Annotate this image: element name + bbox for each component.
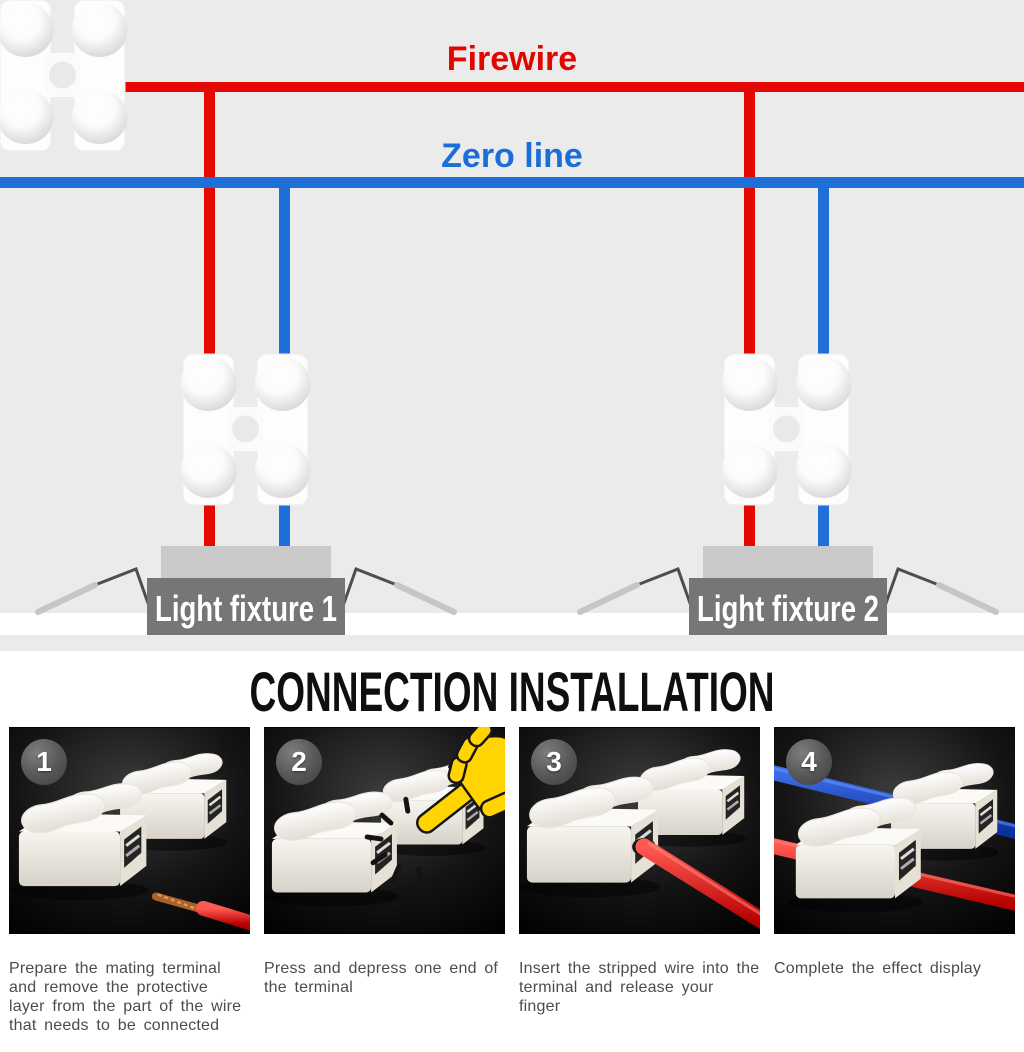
light-fixture-1: Light fixture 1 (147, 546, 345, 635)
live-wire-red (0, 82, 1024, 546)
light-fixture-2: Light fixture 2 (689, 546, 887, 635)
step-number-badge: 2 (276, 739, 322, 785)
fixture1-spring-arms (35, 567, 457, 615)
step-number-badge: 4 (786, 739, 832, 785)
step-caption-4: Complete the effect display (774, 960, 982, 977)
live-drop-right (744, 82, 755, 546)
step-caption-3: Insert the stripped wire into the termin… (519, 960, 760, 1015)
press-hand-icon (416, 727, 505, 834)
wiring-diagram-canvas: Firewire Zero line (0, 0, 1024, 651)
step-photo-1: 1 (9, 727, 250, 934)
step-captions: Prepare the mating terminal and remove t… (0, 944, 1024, 1052)
live-drop-left (204, 82, 215, 546)
stripped-red-wire (151, 892, 250, 931)
step-photo-4: 4 (774, 727, 1015, 934)
diagram-background (0, 0, 1024, 651)
step-number-badge: 1 (21, 739, 67, 785)
section-title-wrap: CONNECTION INSTALLATION (0, 661, 1024, 723)
click-sparks (364, 796, 424, 886)
fixture1-label: Light fixture 1 (155, 588, 337, 629)
section-title: CONNECTION INSTALLATION (250, 661, 775, 723)
firewire-label: Firewire (447, 40, 577, 78)
installation-steps: 1 (0, 727, 1024, 934)
wiring-diagram: Firewire Zero line (0, 0, 1024, 651)
zero-line-horizontal (0, 177, 1024, 188)
zero-line-label: Zero line (441, 137, 583, 175)
step-caption-1: Prepare the mating terminal and remove t… (9, 960, 242, 1034)
step-photo-2: 2 (264, 727, 505, 934)
step-caption-2: Press and depress one end of the termina… (264, 960, 499, 996)
step-photo-3: 3 (519, 727, 760, 934)
fixture2-label: Light fixture 2 (697, 588, 879, 629)
firewire-horizontal-line (0, 82, 1024, 92)
fixture2-spring-arms (577, 567, 999, 615)
step-number-badge: 3 (531, 739, 577, 785)
inserted-red-wire (632, 837, 760, 930)
